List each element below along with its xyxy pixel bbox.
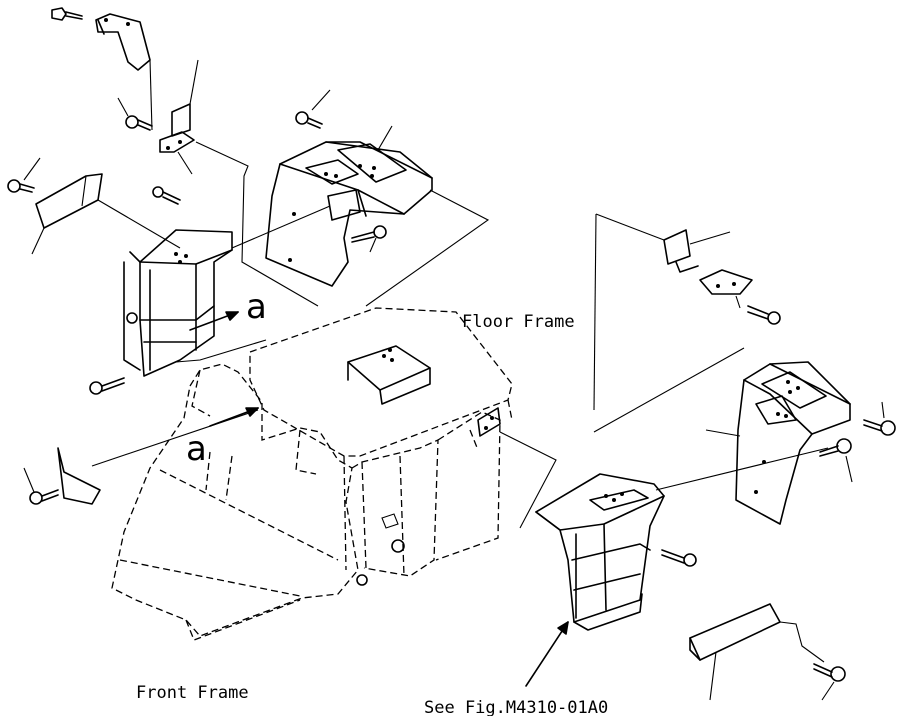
marker-a-upper: a: [246, 287, 267, 327]
clip-bracket-upper: [159, 59, 199, 175]
top-bracket: [95, 13, 153, 131]
console-bolt-icon: [351, 225, 387, 253]
right-stand-bolt-icon: [661, 549, 697, 567]
see-fig-arrow-icon: [525, 621, 569, 687]
bolt-top-center-icon: [295, 89, 331, 129]
left-bolt-icon: [7, 157, 41, 193]
console-cover: [231, 125, 433, 287]
front-frame-bracket: [469, 407, 501, 451]
clip-bracket-right: [593, 213, 753, 411]
lower-right-plate: [689, 603, 825, 701]
front-frame-label: Front Frame: [136, 683, 249, 703]
floor-frame: [249, 307, 513, 571]
lower-left-bolt-icon: [89, 377, 125, 395]
lower-left-plate: [57, 409, 259, 505]
right-stand: [499, 431, 829, 631]
right-mid-bolt-icon: [819, 438, 853, 483]
right-console-cover: [593, 347, 851, 525]
right-top-bolt-icon: [735, 295, 781, 325]
left-stand: [123, 229, 233, 377]
front-frame: [111, 363, 501, 641]
top-left-bolt-icon: [51, 7, 83, 21]
arrow-a-upper-icon: [189, 311, 239, 331]
see-fig-label: See Fig.M4310-01A0: [424, 698, 608, 716]
floor-plate: [347, 345, 431, 405]
right-side-bolt-icon: [863, 401, 896, 436]
small-bolt-icon: [152, 186, 181, 205]
marker-a-lower: a: [186, 429, 207, 469]
left-plate: [31, 173, 181, 255]
lower-left-small-bolt-icon: [23, 467, 59, 505]
lower-right-bolt-icon: [813, 663, 846, 701]
floor-frame-label: Floor Frame: [462, 312, 575, 332]
bolt-icon: [117, 97, 153, 131]
